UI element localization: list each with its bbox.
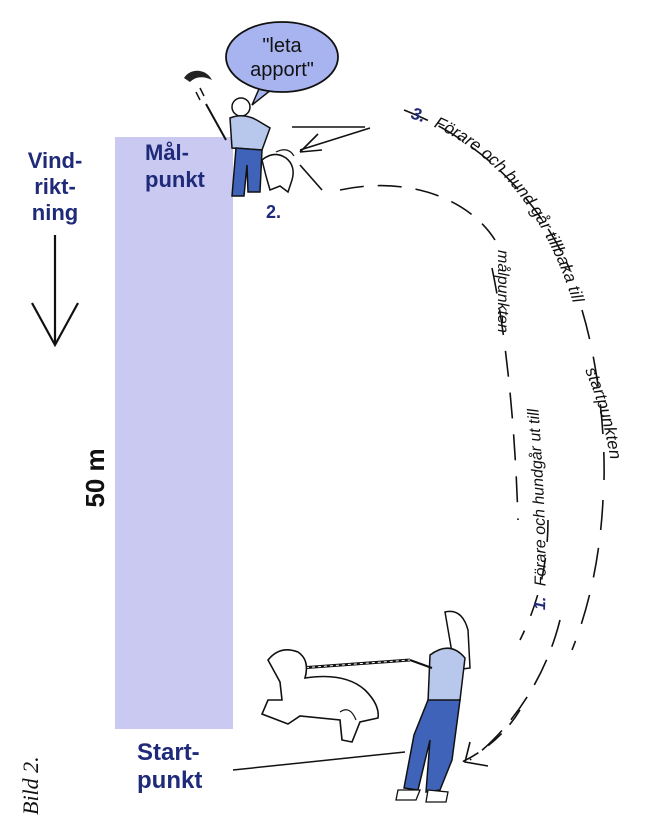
route-out-label: Förare och hundgår ut till (525, 408, 549, 587)
search-field-strip (115, 137, 233, 729)
speech-bubble: "leta apport" (225, 21, 339, 106)
handler-at-target-icon (205, 97, 295, 197)
wind-label-2: rikt- (34, 174, 76, 199)
handler-with-dog-icon (260, 610, 471, 803)
start-label-2: punkt (137, 767, 202, 794)
figure-label: Bild 2. (18, 756, 43, 815)
thrown-object-icon (184, 70, 212, 101)
start-pointer-line (232, 751, 406, 771)
speech-line-1: "leta (262, 35, 302, 57)
target-marker: 2. (266, 202, 281, 222)
outbound-route (454, 267, 561, 767)
route-back-text-2: startpunkten (581, 364, 625, 460)
speech-line-2: apport" (250, 59, 314, 81)
wind-direction: Vind- rikt- ning (28, 148, 83, 348)
route-out-text-2: målpunkten (494, 250, 512, 333)
wind-label-1: Vind- (28, 148, 83, 173)
target-label-2: punkt (145, 167, 206, 192)
distance-label: 50 m (80, 448, 110, 507)
wind-label-3: ning (32, 200, 78, 225)
route-out-number: 1. (532, 596, 549, 610)
target-label-1: Mål- (145, 140, 189, 165)
route-out-text: 1. Förare och hundgår ut till (525, 408, 549, 611)
route-back-number: 3. (409, 104, 429, 127)
wind-arrow-icon (31, 235, 79, 348)
return-route (292, 109, 605, 651)
start-label-1: Start- (137, 739, 200, 766)
